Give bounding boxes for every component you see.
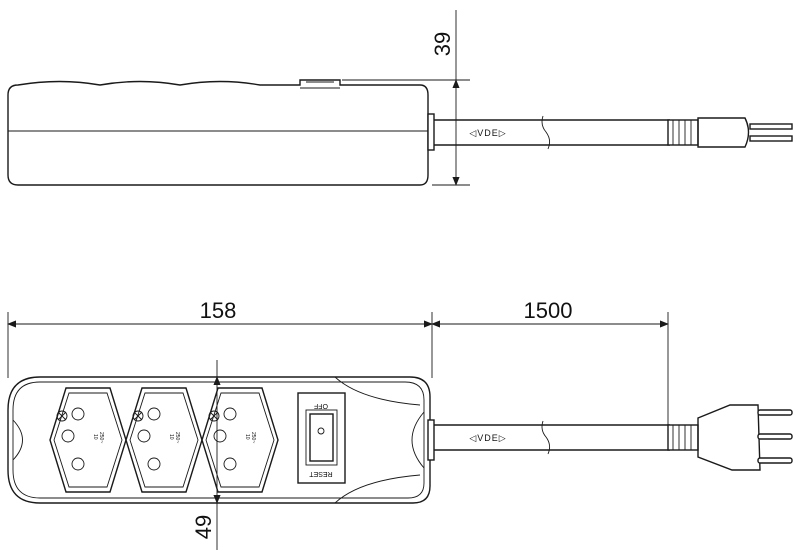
socket-pin-hole	[147, 407, 161, 421]
switch-reset-label: RESET	[309, 470, 333, 477]
socket-pin-hole	[223, 407, 237, 421]
cable-marking-text: VDE	[477, 433, 499, 443]
socket-pin-hole	[71, 457, 85, 471]
socket-voltage-label: 250~	[174, 432, 180, 443]
screw-icon	[132, 410, 144, 422]
arrow-left-icon: ◁	[469, 433, 477, 443]
height-dim-label: 39	[430, 32, 455, 56]
cable-marking-text: VDE	[477, 128, 499, 138]
socket-pin-hole	[61, 429, 75, 443]
socket-rating-label: 10	[92, 434, 98, 440]
arrow-right-icon: ▷	[499, 433, 507, 443]
cable-length-dimension	[431, 312, 669, 425]
arrow-left-icon: ◁	[469, 128, 477, 138]
socket-rating-label: 10	[168, 434, 174, 440]
side-plug	[667, 117, 793, 148]
socket-voltage-label: 250~	[250, 432, 256, 443]
rocker-switch	[297, 392, 346, 484]
arrow-right-icon: ▷	[499, 128, 507, 138]
socket-pin-hole	[71, 407, 85, 421]
height-dimension	[342, 10, 470, 186]
socket-pin-hole	[223, 457, 237, 471]
cable-marking-side: ◁VDE▷	[469, 128, 506, 138]
side-view	[7, 79, 793, 186]
width-dim-label: 49	[191, 515, 216, 539]
length-dim-label: 158	[200, 298, 237, 323]
switch-off-label: OFF	[314, 402, 328, 409]
screw-icon	[56, 410, 68, 422]
top-plug	[667, 404, 793, 471]
cable-length-dim-label: 1500	[524, 298, 573, 323]
socket-voltage-label: 250~	[98, 432, 104, 443]
cable-marking-top: ◁VDE▷	[469, 433, 506, 443]
socket-pin-hole	[147, 457, 161, 471]
socket-rating-label: 10	[244, 434, 250, 440]
socket-pin-hole	[137, 429, 151, 443]
